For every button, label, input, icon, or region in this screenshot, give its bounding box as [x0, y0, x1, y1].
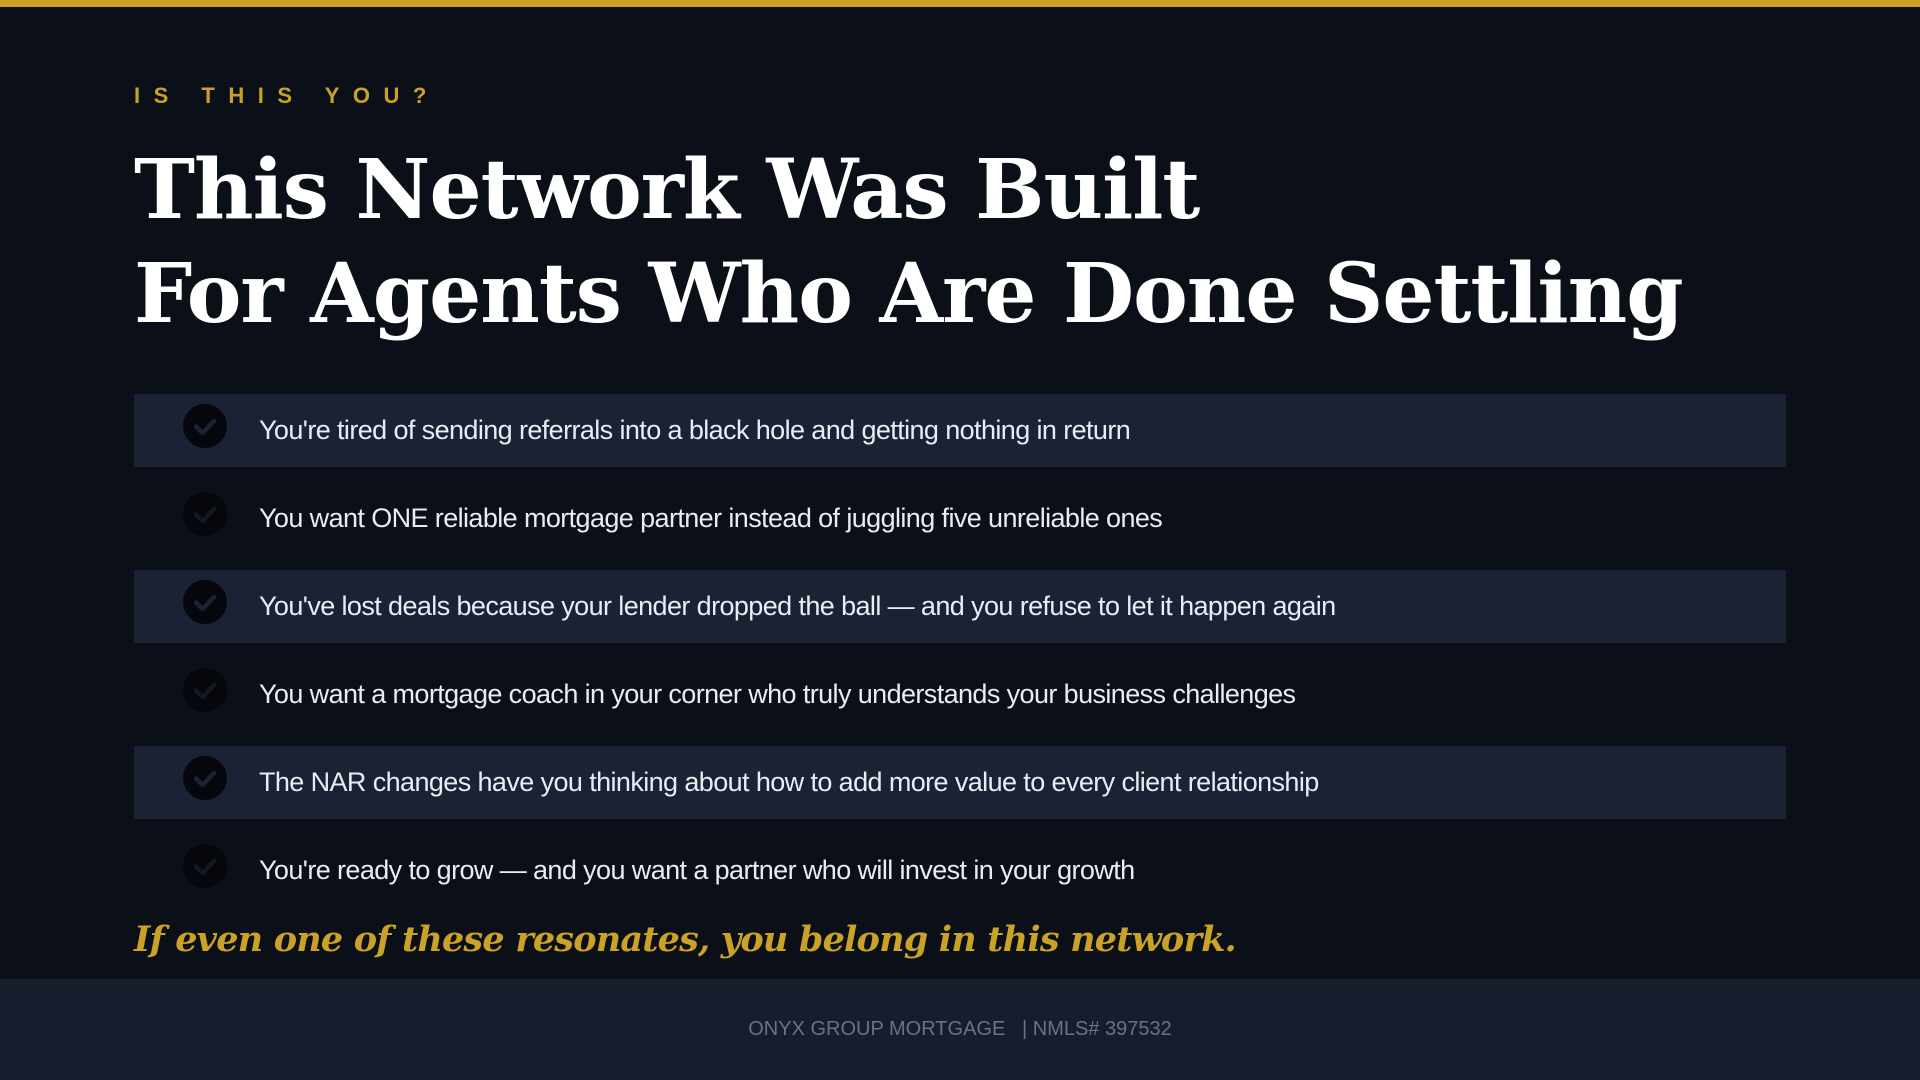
checklist: You're tired of sending referrals into a… [134, 394, 1786, 922]
checklist-item-text: You want ONE reliable mortgage partner i… [259, 503, 1163, 533]
footer-separator: | [1022, 1018, 1028, 1040]
check-circle-icon [183, 580, 227, 624]
check-circle-icon [183, 404, 227, 448]
footer-text: ONYX GROUP MORTGAGE | NMLS# 397532 [0, 979, 1920, 1080]
footer-company: ONYX GROUP MORTGAGE [748, 1018, 1006, 1040]
checklist-item: You're ready to grow — and you want a pa… [134, 834, 1786, 907]
check-circle-icon [183, 844, 227, 888]
eyebrow-label: IS THIS YOU? [134, 83, 440, 108]
check-circle-icon [183, 492, 227, 536]
page-title-line-1: This Network Was Built [134, 142, 1200, 238]
footer: ONYX GROUP MORTGAGE | NMLS# 397532 [0, 979, 1920, 1080]
checklist-item-text: You're ready to grow — and you want a pa… [259, 855, 1135, 885]
checklist-item-text: The NAR changes have you thinking about … [259, 767, 1319, 797]
page-title: This Network Was Built For Agents Who Ar… [134, 138, 1684, 346]
checklist-item: You want ONE reliable mortgage partner i… [134, 482, 1786, 555]
checklist-item: You're tired of sending referrals into a… [134, 394, 1786, 467]
checklist-item-text: You want a mortgage coach in your corner… [259, 679, 1296, 709]
footer-nmls: NMLS# 397532 [1032, 1018, 1172, 1040]
checklist-item: You want a mortgage coach in your corner… [134, 658, 1786, 731]
checklist-item-text: You're tired of sending referrals into a… [259, 415, 1131, 445]
page-title-line-2: For Agents Who Are Done Settling [134, 246, 1684, 342]
check-circle-icon [183, 668, 227, 712]
checklist-item: The NAR changes have you thinking about … [134, 746, 1786, 819]
checklist-item-text: You've lost deals because your lender dr… [259, 591, 1336, 621]
top-accent-bar [0, 0, 1920, 7]
checklist-item: You've lost deals because your lender dr… [134, 570, 1786, 643]
tagline: If even one of these resonates, you belo… [134, 919, 1237, 960]
check-circle-icon [183, 756, 227, 800]
